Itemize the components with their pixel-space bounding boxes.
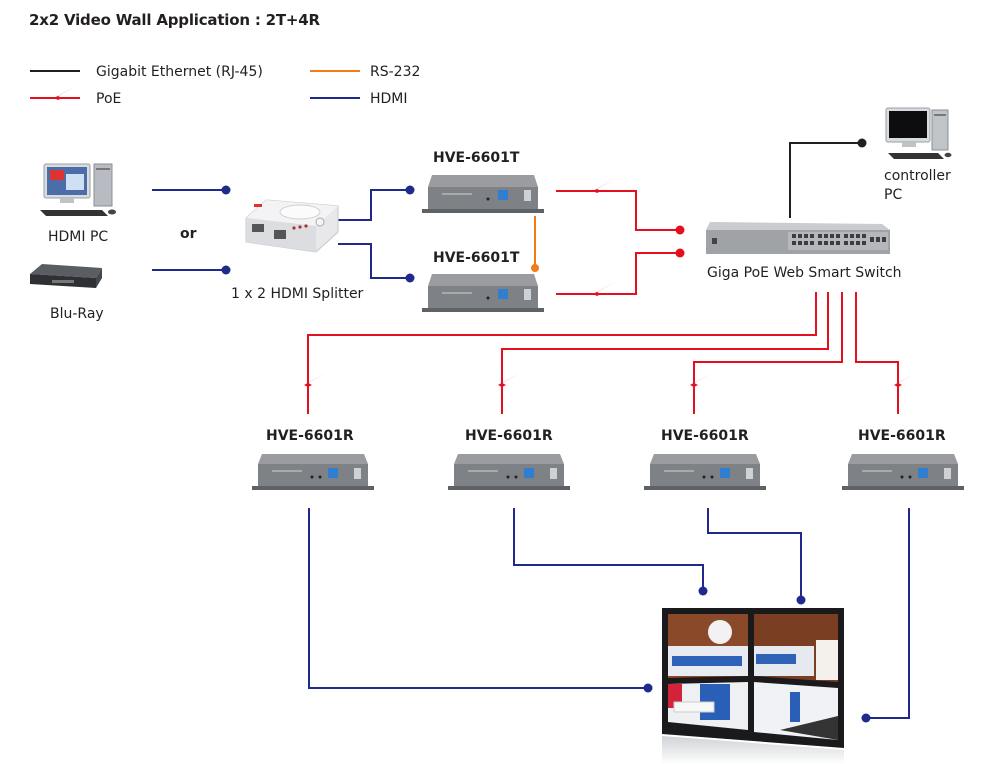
legend-swatches (30, 70, 80, 108)
rx3-device (644, 454, 766, 490)
switch-to-rx3-poe-wire (678, 292, 843, 414)
switch-to-rx4-poe-wire (855, 292, 916, 414)
hdmi-extender-icon (252, 454, 374, 490)
legend-rs232-label: RS-232 (370, 64, 421, 80)
diagram-title: 2x2 Video Wall Application : 2T+4R (29, 11, 320, 29)
tx2-device (422, 274, 544, 312)
hdmi-extender-icon (422, 175, 544, 213)
hdmi-extender-icon (422, 274, 544, 312)
hdmi-splitter-device (245, 199, 339, 253)
switch-label: Giga PoE Web Smart Switch (707, 265, 902, 281)
rx3-to-wall-hdmi-wire (707, 508, 806, 605)
hdmi-extender-icon (448, 454, 570, 490)
switch-to-controller-ethernet-wire (789, 138, 867, 218)
rx1-device (252, 454, 374, 490)
tx2-label: HVE-6601T (433, 250, 520, 266)
hdmi-extender-icon (644, 454, 766, 490)
rx2-to-wall-hdmi-wire (513, 508, 708, 596)
video-wall-device (662, 608, 844, 764)
splitter-to-tx2-wire (338, 243, 415, 283)
bluray-label: Blu-Ray (50, 306, 104, 322)
rx2-device (448, 454, 570, 490)
splitter-to-tx1-wire (338, 185, 415, 221)
rx3-label: HVE-6601R (661, 428, 749, 444)
tx1-to-switch-poe-wire (556, 179, 685, 235)
legend-poe-label: PoE (96, 91, 122, 107)
video-wall-icon (662, 608, 844, 764)
controller-label-line1: controller (884, 168, 951, 184)
rs232-tx-link-wire (531, 216, 539, 272)
tx1-label: HVE-6601T (433, 150, 520, 166)
or-label: or (180, 226, 197, 242)
desktop-pc-icon (885, 107, 952, 159)
hdmi-pc-device (40, 163, 116, 216)
rx4-to-wall-hdmi-wire (861, 508, 910, 723)
hdmi-splitter-icon (245, 199, 339, 253)
rx2-label: HVE-6601R (465, 428, 553, 444)
tx1-device (422, 175, 544, 213)
legend-ethernet-label: Gigabit Ethernet (RJ-45) (96, 64, 263, 80)
legend-swatches-right (310, 70, 360, 99)
switch-to-rx1-poe-wire (292, 292, 817, 414)
hdmi-pc-label: HDMI PC (48, 229, 109, 245)
switch-to-rx2-poe-wire (486, 292, 829, 414)
bluray-device (30, 264, 102, 288)
legend-hdmi-label: HDMI (370, 91, 408, 107)
bluray-to-splitter-wire (152, 265, 231, 275)
network-switch-device (706, 222, 890, 254)
tx2-to-switch-poe-wire (556, 248, 685, 304)
controller-label-line2: PC (884, 187, 903, 203)
network-switch-icon (706, 222, 890, 254)
rx1-to-wall-hdmi-wire (308, 508, 653, 693)
hdmi-pc-to-splitter-wire (152, 185, 231, 195)
desktop-pc-icon (40, 163, 116, 216)
rx1-label: HVE-6601R (266, 428, 354, 444)
poe-bolt-icon (30, 86, 80, 108)
controller-pc-device (885, 107, 952, 159)
splitter-label: 1 x 2 HDMI Splitter (231, 286, 364, 302)
bluray-player-icon (30, 264, 102, 288)
hdmi-extender-icon (842, 454, 964, 490)
rx4-label: HVE-6601R (858, 428, 946, 444)
rx4-device (842, 454, 964, 490)
